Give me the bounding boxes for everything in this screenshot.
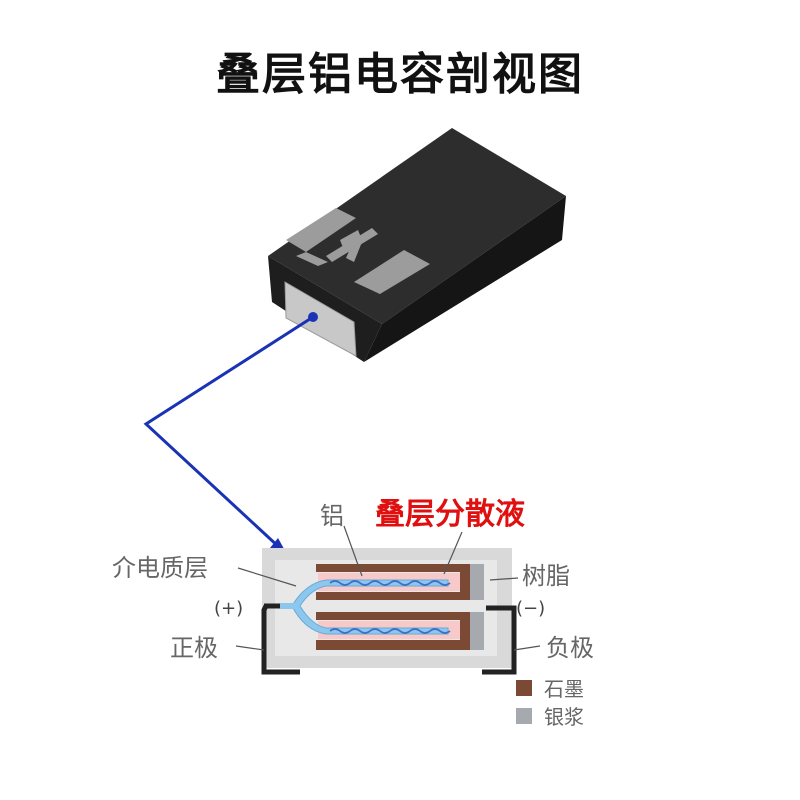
label-negative-sign: (−)	[516, 598, 545, 619]
aluminum-foil	[291, 579, 449, 635]
label-aluminum: 铝	[320, 502, 344, 530]
package-top-face	[268, 128, 566, 324]
legend-swatch-graphite	[516, 680, 532, 696]
legend-label-silver: 银浆	[544, 705, 584, 729]
label-positive-sign: (+)	[214, 598, 243, 619]
label-resin: 树脂	[522, 562, 570, 590]
legend: 石墨 银浆	[516, 677, 584, 729]
dielectric-wave-lower	[329, 628, 451, 634]
cross-section	[235, 525, 541, 675]
legend-label-graphite: 石墨	[544, 677, 584, 701]
anode-terminal	[284, 281, 357, 357]
label-dispersion: 叠层分散液	[375, 497, 525, 532]
graphite-layer-lower	[316, 612, 470, 650]
package-front-face	[364, 196, 566, 362]
legend-swatch-silver	[516, 708, 532, 724]
silver-paste-upper	[470, 564, 484, 600]
label-cathode: 负极	[546, 634, 594, 662]
pointer-arrow	[143, 312, 318, 556]
dielectric-wave-upper	[329, 580, 451, 586]
label-anode: 正极	[170, 634, 218, 662]
capacitor-package	[268, 128, 566, 362]
polarity-marking	[286, 208, 430, 294]
label-dielectric: 介电质层	[112, 554, 208, 582]
page-title: 叠层铝电容剖视图	[216, 49, 584, 100]
silver-paste-lower	[470, 612, 484, 650]
graphite-layer-upper	[316, 564, 470, 600]
cathode-electrode	[482, 605, 517, 675]
